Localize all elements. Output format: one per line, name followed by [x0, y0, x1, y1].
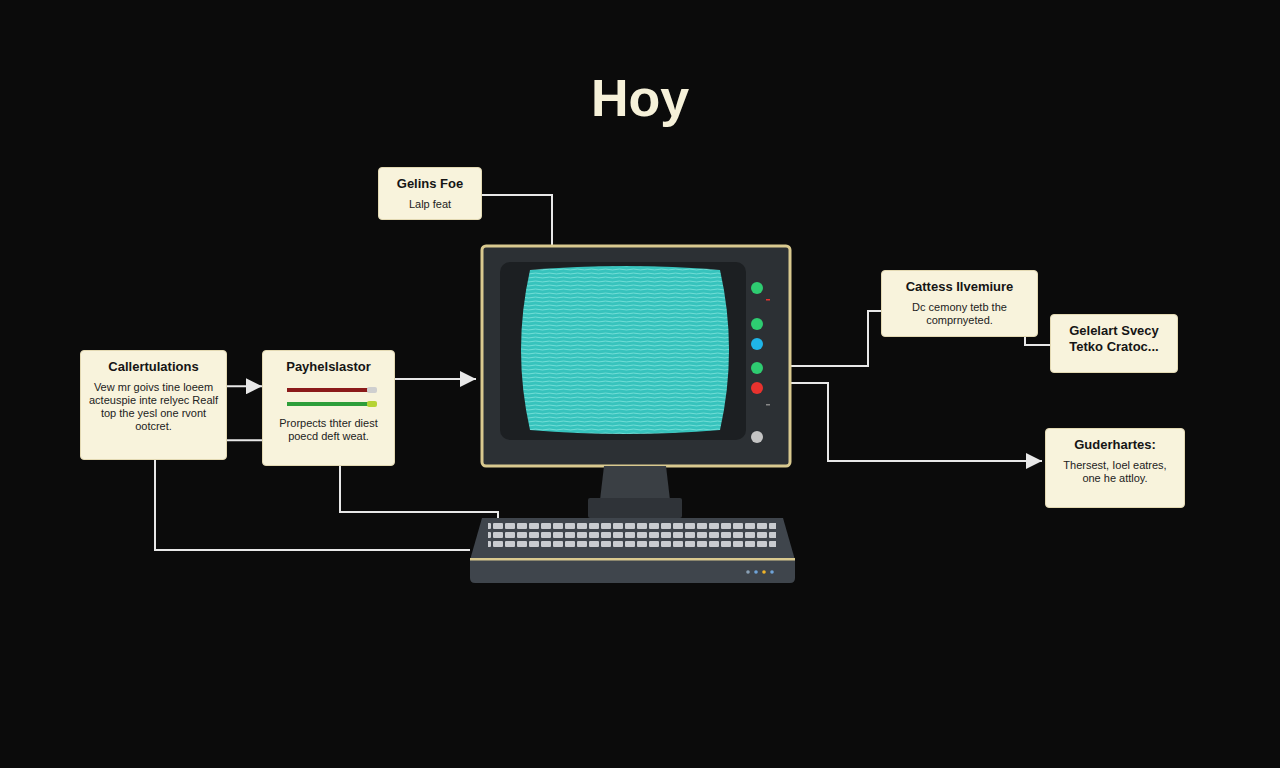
- info-box: Cattess Ilvemiure Dc cemony tetb the comp…: [881, 270, 1038, 337]
- connector-line: [227, 385, 262, 387]
- leader-lines: [155, 195, 1042, 550]
- info-box: PayhelslastorProrpects thter diest poecd…: [262, 350, 395, 466]
- box-heading: Cattess Ilvemiure: [890, 279, 1029, 295]
- box-heading: Payhelslastor: [271, 359, 386, 375]
- diagram-title: Hoy: [0, 66, 1280, 130]
- box-heading: Gelelart Svecy Tetko Cratoc...: [1059, 323, 1169, 355]
- keyboard: [470, 518, 795, 583]
- box-body: Dc cemony tetb the comprnyeted.: [890, 301, 1029, 327]
- info-box: Guderhartes: Thersest, Ioel eatres, one h…: [1045, 428, 1185, 508]
- connector-line: [1025, 337, 1050, 345]
- box-body: Vew mr goivs tine loeem acteuspie inte r…: [89, 381, 218, 433]
- box-body: Thersest, Ioel eatres, one he attloy.: [1054, 459, 1176, 485]
- box-heading: Guderhartes:: [1054, 437, 1176, 453]
- progress-bars: [279, 383, 379, 411]
- connector-line: [227, 439, 262, 441]
- box-heading: Callertulations: [89, 359, 218, 375]
- info-box: Gelins FoeLalp feat: [378, 167, 482, 220]
- box-body: Lalp feat: [387, 198, 473, 211]
- box-heading: Gelins Foe: [387, 176, 473, 192]
- info-box: Gelelart Svecy Tetko Cratoc...: [1050, 314, 1178, 373]
- box-body: Prorpects thter diest poecd deft weat.: [271, 417, 386, 443]
- monitor: [482, 246, 790, 518]
- info-box: CallertulationsVew mr goivs tine loeem a…: [80, 350, 227, 460]
